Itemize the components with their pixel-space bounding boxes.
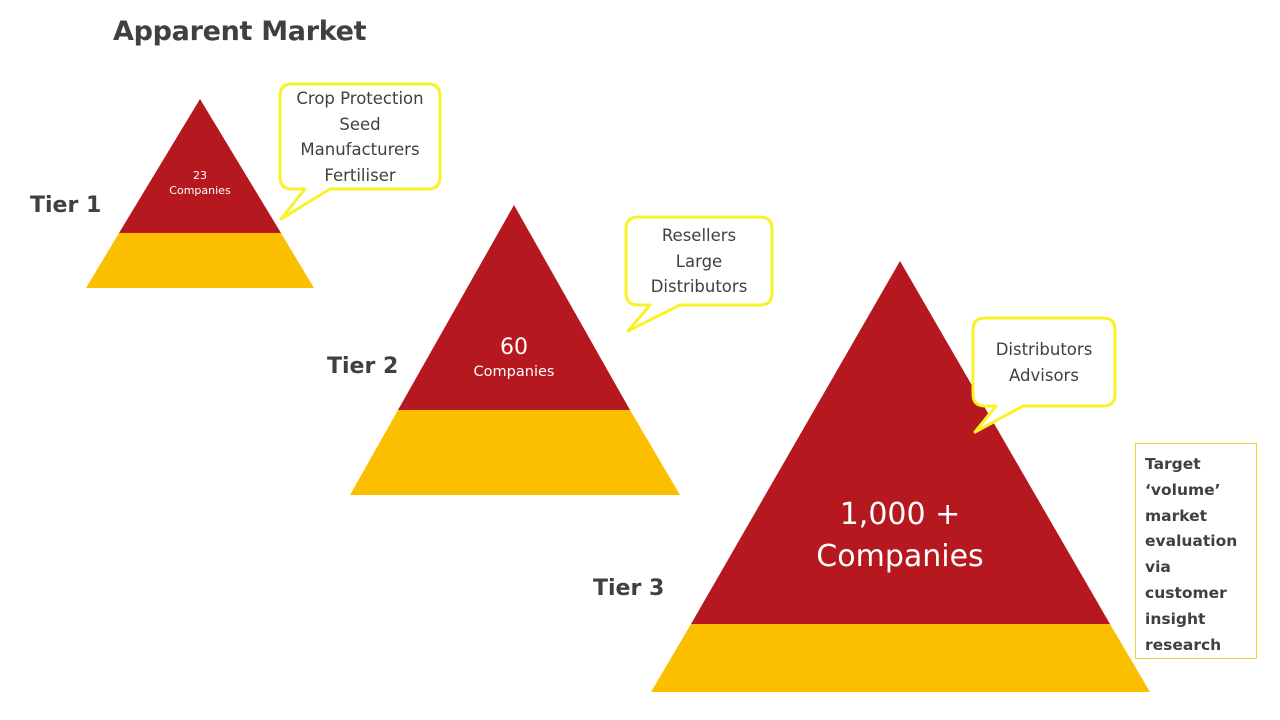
callout-tier-2-text: Resellers Large Distributors <box>627 223 771 300</box>
tier-1-company-count: 23 Companies <box>150 168 250 198</box>
callout-tier-1-bubble <box>278 82 442 221</box>
tier-3-count: 1,000 + <box>839 497 961 532</box>
target-note-box: Target ‘volume’ market evaluation via cu… <box>1135 443 1257 659</box>
page-title: Apparent Market <box>113 16 367 47</box>
tier-2-company-count: 60 Companies <box>444 334 584 382</box>
tier-2-label: Tier 2 <box>327 354 399 379</box>
tier-1-unit: Companies <box>169 184 231 197</box>
callout-tier-3-line: Advisors <box>1009 365 1079 385</box>
tier-2-unit: Companies <box>473 364 555 380</box>
tier-1-label: Tier 1 <box>30 193 102 218</box>
target-note-line: research <box>1145 635 1222 654</box>
tier-3-unit: Companies <box>816 539 984 574</box>
callout-tier-2-line: Distributors <box>650 277 748 296</box>
callout-tier-3-text: Distributors Advisors <box>974 337 1114 388</box>
callout-tier-2-bubble <box>624 215 774 333</box>
pyramid-tier-2-lower <box>350 410 680 495</box>
pyramid-tier-3-upper <box>691 261 1110 624</box>
callout-tier-3-bubble <box>971 316 1117 434</box>
pyramid-tier-1-upper <box>119 99 281 233</box>
tier-2-count: 60 <box>500 335 528 360</box>
callout-tier-2-line: Resellers <box>661 226 737 245</box>
tier-3-label: Tier 3 <box>593 576 665 601</box>
tier-3-company-count: 1,000 + Companies <box>770 494 1030 578</box>
target-note-line: via <box>1145 558 1171 577</box>
callout-tier-1-line: Manufacturers <box>300 140 420 159</box>
target-note-line: customer <box>1145 583 1227 602</box>
callout-tier-1-text: Crop Protection Seed Manufacturers Ferti… <box>281 86 439 188</box>
pyramid-tier-1-lower <box>86 233 314 288</box>
callout-tier-3-line: Distributors <box>995 340 1093 359</box>
target-note-line: evaluation <box>1145 532 1238 551</box>
callout-tier-2-line: Large <box>675 251 723 271</box>
pyramid-tier-2-upper <box>398 205 630 410</box>
pyramid-tier-3-lower <box>651 624 1150 692</box>
target-note-line: market <box>1145 506 1208 525</box>
target-note-line: Target <box>1145 455 1201 473</box>
tier-1-count: 23 <box>193 169 207 182</box>
callout-tier-1-line: Crop Protection <box>296 89 424 108</box>
target-note-line: ‘volume’ <box>1145 480 1221 499</box>
target-note-line: insight <box>1145 609 1206 628</box>
callout-tier-1-line: Seed <box>339 114 381 134</box>
callout-tier-1-line: Fertiliser <box>324 165 396 185</box>
